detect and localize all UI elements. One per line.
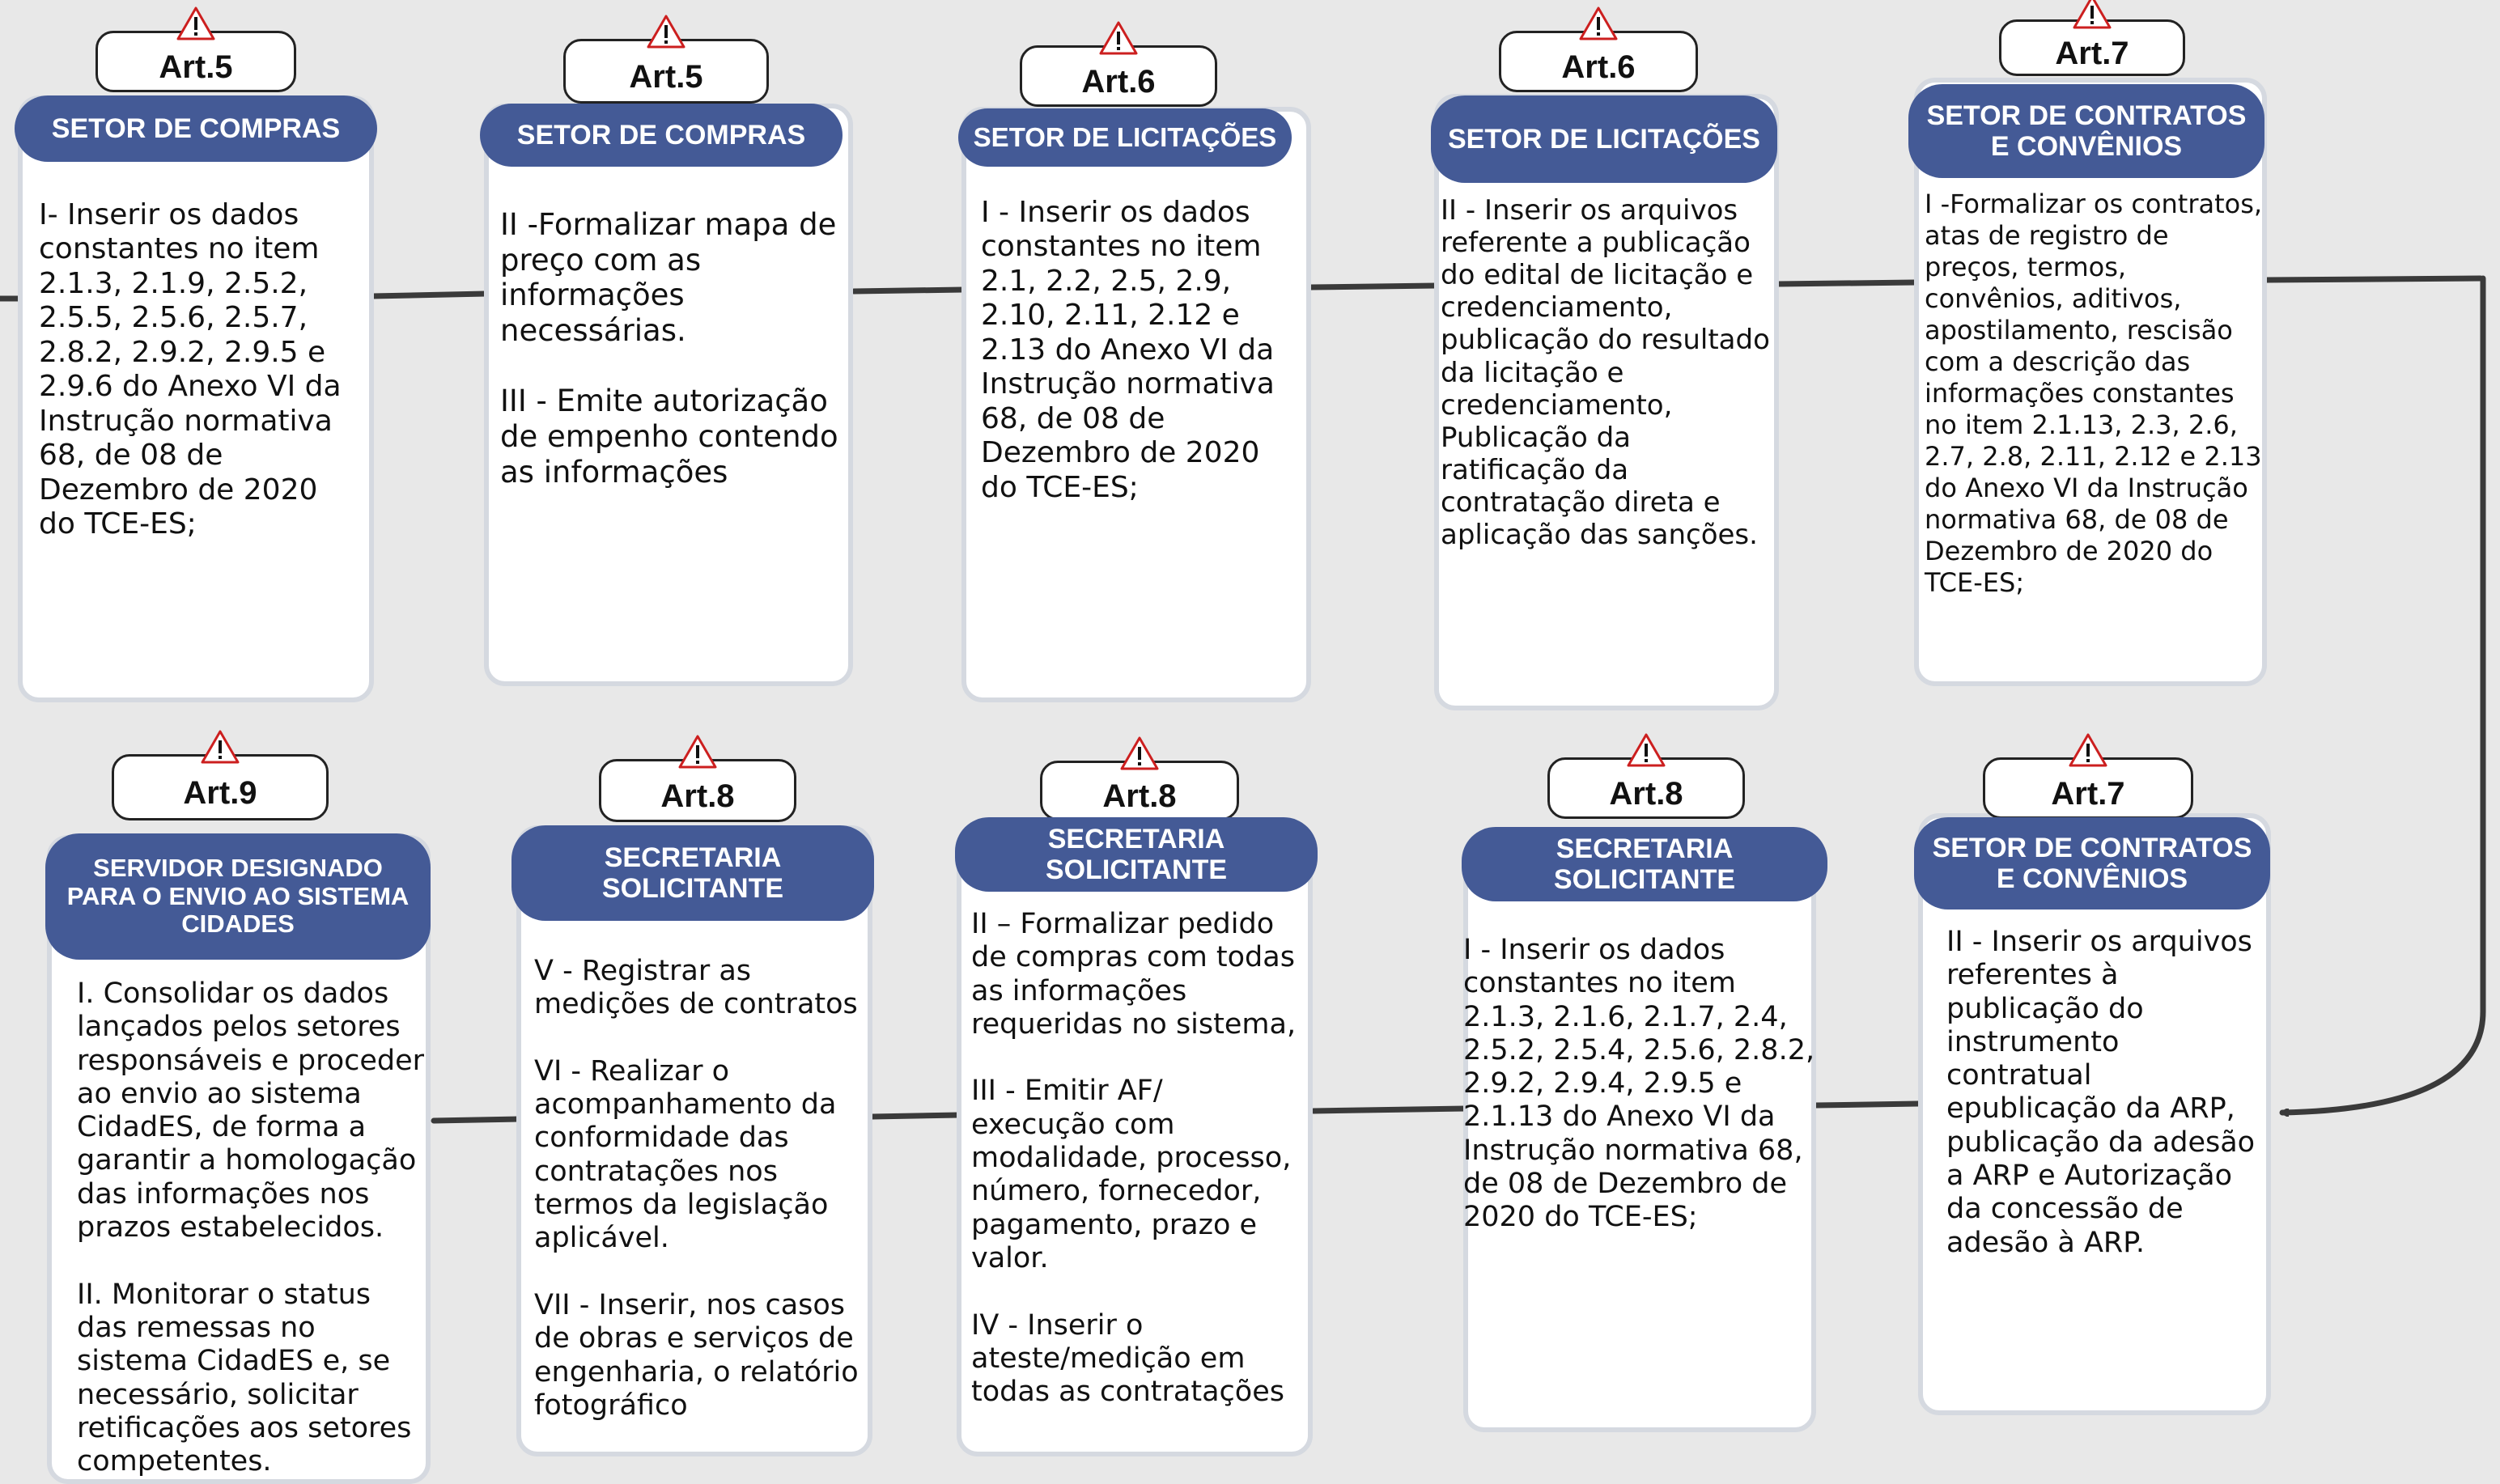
step-body: II - Inserir os arquivos referentes à pu… (1946, 926, 2256, 1259)
step-tag-label: Art.7 (2055, 35, 2129, 71)
connector-line (869, 1112, 962, 1120)
warning-triangle-icon (1099, 21, 1138, 55)
step-body: I - Inserir os dados constantes no item … (1463, 934, 1815, 1234)
step-tag-label: Art.6 (1081, 63, 1156, 100)
warning-triangle-icon (1120, 736, 1159, 770)
connector-line (1774, 279, 1919, 287)
connector-line (369, 290, 489, 299)
connector-line (851, 286, 966, 295)
connector-line (1813, 1100, 1921, 1109)
step-card (516, 825, 872, 1456)
step-header: SETOR DE CONTRATOS E CONVÊNIOS (1914, 817, 2270, 909)
step-tag: Art.7 (1999, 0, 2185, 76)
step-tag-label: Art.5 (629, 58, 703, 95)
step-tag: Art.6 (1499, 6, 1698, 92)
step-card (1918, 813, 2271, 1415)
step-tag-label: Art.8 (1102, 778, 1177, 814)
step-tag: Art.8 (1547, 733, 1745, 819)
step-body: V - Registrar as medições de contratos V… (534, 955, 859, 1422)
step-header: SETOR DE COMPRAS (480, 104, 843, 167)
step-tag-label: Art.5 (159, 49, 233, 85)
step-tag-label: Art.7 (2051, 775, 2125, 812)
warning-triangle-icon (201, 730, 240, 764)
step-tag-label: Art.8 (660, 778, 735, 814)
warning-triangle-icon (176, 6, 215, 40)
step-header: SETOR DE LICITAÇÕES (958, 108, 1292, 167)
step-tag: Art.7 (1983, 733, 2193, 819)
step-tag: Art.8 (599, 735, 796, 822)
warning-triangle-icon (1579, 6, 1618, 40)
step-card (957, 825, 1313, 1456)
step-header: SECRETARIA SOLICITANTE (1462, 827, 1827, 901)
warning-triangle-icon (2069, 733, 2107, 767)
warning-triangle-icon (678, 735, 717, 769)
step-card (1463, 833, 1816, 1432)
step-body: I- Inserir os dados constantes no item 2… (39, 198, 342, 541)
step-tag-label: Art.9 (183, 774, 257, 811)
connector-line (431, 1116, 521, 1124)
step-body: II – Formalizar pedido de compras com to… (971, 908, 1297, 1409)
step-header: SERVIDOR DESIGNADO PARA O ENVIO AO SISTE… (45, 833, 431, 960)
step-body: II - Inserir os arquivos referente a pub… (1441, 194, 1770, 552)
warning-triangle-icon (647, 15, 685, 49)
step-card (961, 107, 1311, 702)
connector-arrow (2279, 1008, 2486, 1113)
step-body: II -Formalizar mapa de preço com as info… (500, 207, 838, 490)
step-header: SETOR DE COMPRAS (15, 95, 377, 162)
step-header: SECRETARIA SOLICITANTE (955, 817, 1318, 892)
connector-line (2263, 275, 2484, 283)
step-header: SETOR DE CONTRATOS E CONVÊNIOS (1908, 84, 2264, 178)
step-card (1914, 78, 2267, 686)
step-tag-label: Art.6 (1561, 49, 1636, 85)
connector-line (1310, 1105, 1469, 1114)
step-tag: Art.8 (1040, 736, 1239, 820)
step-tag: Art.6 (1020, 21, 1217, 107)
warning-triangle-icon (1627, 733, 1666, 767)
step-header: SECRETARIA SOLICITANTE (511, 825, 874, 921)
step-header: SETOR DE LICITAÇÕES (1431, 95, 1777, 183)
step-card (1434, 94, 1779, 710)
step-card (484, 104, 853, 686)
step-tag: Art.9 (112, 730, 329, 820)
step-tag: Art.5 (563, 15, 769, 104)
connector-line (1308, 282, 1439, 290)
step-card (18, 95, 374, 702)
step-tag-label: Art.8 (1609, 775, 1683, 812)
step-body: I - Inserir os dados constantes no item … (981, 196, 1275, 504)
step-body: I. Consolidar os dados lançados pelos se… (77, 977, 425, 1478)
step-tag: Art.5 (96, 6, 296, 92)
warning-triangle-icon (2073, 0, 2112, 29)
step-body: I -Formalizar os contratos, atas de regi… (1925, 189, 2263, 599)
